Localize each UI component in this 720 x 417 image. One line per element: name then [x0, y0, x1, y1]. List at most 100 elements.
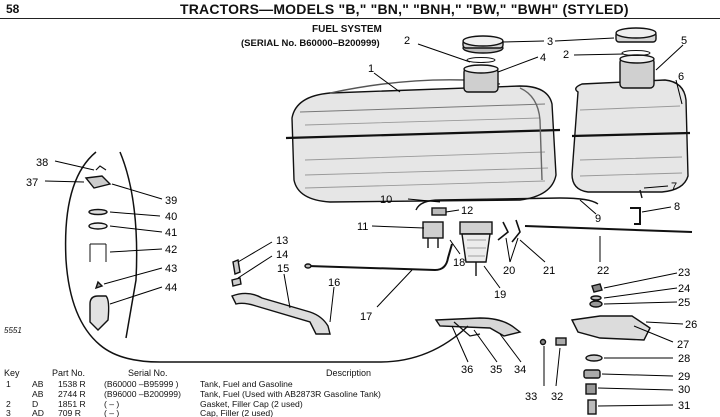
callout-12: 12	[461, 205, 473, 217]
callout-17: 17	[360, 311, 372, 323]
row-serial: ( – )	[104, 408, 120, 417]
table-row: 3 AD 709 R ( – ) Cap, Filler (2 used)	[0, 408, 520, 417]
callout-27: 27	[677, 339, 689, 351]
tank-support-bracket	[231, 292, 331, 335]
callout-6: 6	[678, 71, 684, 83]
shutoff-valve	[422, 221, 444, 248]
filler-cap-main	[462, 35, 504, 54]
row-key: 1	[6, 379, 11, 389]
col-header-key: Key	[4, 368, 20, 378]
col-header-serial: Serial No.	[128, 368, 168, 378]
gasket-main	[466, 57, 496, 63]
callout-numbers: 1 2 3 4 5 2 3 6 7 8 9 10 12 11 13 14 15 …	[26, 35, 697, 412]
callout-37: 37	[26, 177, 38, 189]
row-key: 3	[6, 408, 11, 417]
callout-19: 19	[494, 289, 506, 301]
row-description: Tank, Fuel (Used with AB2873R Gasoline T…	[200, 389, 381, 399]
callout-4: 4	[540, 52, 546, 64]
elbow-fittings	[497, 219, 521, 243]
table-row: AB 2744 R (B96000 –B200999) Tank, Fuel (…	[0, 389, 520, 400]
callout-16: 16	[328, 277, 340, 289]
callout-41: 41	[165, 227, 177, 239]
clamp-13-14	[231, 259, 242, 287]
row-prefix: AD	[32, 408, 44, 417]
callout-28: 28	[678, 353, 690, 365]
row-prefix: D	[32, 399, 39, 409]
callout-23: 23	[678, 267, 690, 279]
gasket-gasoline	[621, 50, 651, 56]
row-description: Tank, Fuel and Gasoline	[200, 379, 293, 389]
part-28	[585, 354, 603, 362]
row-part: 1538 R	[58, 379, 86, 389]
callout-30: 30	[678, 384, 690, 396]
callout-36: 36	[461, 364, 473, 376]
filler-neck-main	[463, 64, 499, 93]
section-title: FUEL SYSTEM	[312, 24, 382, 35]
figure-number: 5551	[4, 326, 22, 335]
small-fittings-12	[431, 207, 447, 216]
callout-8: 8	[674, 201, 680, 213]
leader-lines	[44, 37, 684, 407]
callout-31: 31	[678, 400, 690, 412]
section-serial-range: (SERIAL No. B60000–B200999)	[241, 38, 380, 49]
callout-38: 38	[36, 157, 48, 169]
page-header-title: TRACTORS—MODELS "B," "BN," "BNH," "BW," …	[180, 1, 629, 17]
filler-neck-gasoline	[619, 54, 655, 89]
page-number: 58	[6, 2, 20, 16]
row-serial: ( – )	[104, 399, 120, 409]
gasoline-tank	[571, 79, 691, 193]
filter-assembly-parts	[84, 165, 112, 331]
callout-11: 11	[357, 221, 368, 233]
row-prefix: AB	[32, 379, 44, 389]
fuel-line-lower	[307, 243, 453, 272]
tank-outlet	[639, 189, 643, 199]
callout-2b: 2	[563, 49, 569, 61]
row-description: Gasket, Filler Cap (2 used)	[200, 399, 303, 409]
part-25	[589, 300, 603, 308]
callout-15: 15	[277, 263, 289, 275]
table-row: 1 AB 1538 R (B60000 –B95999 ) Tank, Fuel…	[0, 379, 520, 390]
drain-elbow	[630, 207, 641, 225]
callout-5: 5	[681, 35, 687, 47]
callout-20: 20	[503, 265, 515, 277]
callout-14: 14	[276, 249, 288, 261]
washer-33	[539, 338, 547, 346]
callout-26: 26	[685, 319, 697, 331]
callout-34: 34	[514, 364, 526, 376]
callout-21: 21	[543, 265, 555, 277]
callout-43: 43	[165, 263, 177, 275]
fuel-tank-main	[285, 79, 561, 203]
col-header-part: Part No.	[52, 368, 86, 378]
header-rule	[0, 18, 720, 19]
callout-33: 33	[525, 391, 537, 403]
fuel-line-upper	[415, 197, 599, 211]
row-description: Cap, Filler (2 used)	[200, 408, 274, 417]
callout-22: 22	[597, 265, 609, 277]
row-part: 1851 R	[58, 399, 86, 409]
tank-strap-bracket	[434, 317, 522, 337]
assembly-grouping-loop	[64, 151, 469, 363]
filler-cap-gasoline	[615, 27, 657, 43]
callout-13: 13	[276, 235, 288, 247]
row-prefix: AB	[32, 389, 44, 399]
fuel-line-long	[524, 225, 693, 233]
callout-44: 44	[165, 282, 177, 294]
callout-42: 42	[165, 244, 177, 256]
part-30	[585, 383, 597, 395]
table-row: 2 D 1851 R ( – ) Gasket, Filler Cap (2 u…	[0, 399, 520, 410]
part-29	[583, 369, 601, 379]
row-serial: (B96000 –B200999)	[104, 389, 181, 399]
col-header-description: Description	[326, 368, 372, 378]
callout-25: 25	[678, 297, 690, 309]
callout-10: 10	[380, 194, 392, 206]
callout-2: 2	[404, 35, 410, 47]
callout-18: 18	[453, 257, 465, 269]
callout-7: 7	[671, 181, 677, 193]
row-part: 2744 R	[58, 389, 86, 399]
callout-35: 35	[490, 364, 502, 376]
callout-29: 29	[678, 371, 690, 383]
callout-24: 24	[678, 283, 690, 295]
part-23	[591, 283, 603, 293]
